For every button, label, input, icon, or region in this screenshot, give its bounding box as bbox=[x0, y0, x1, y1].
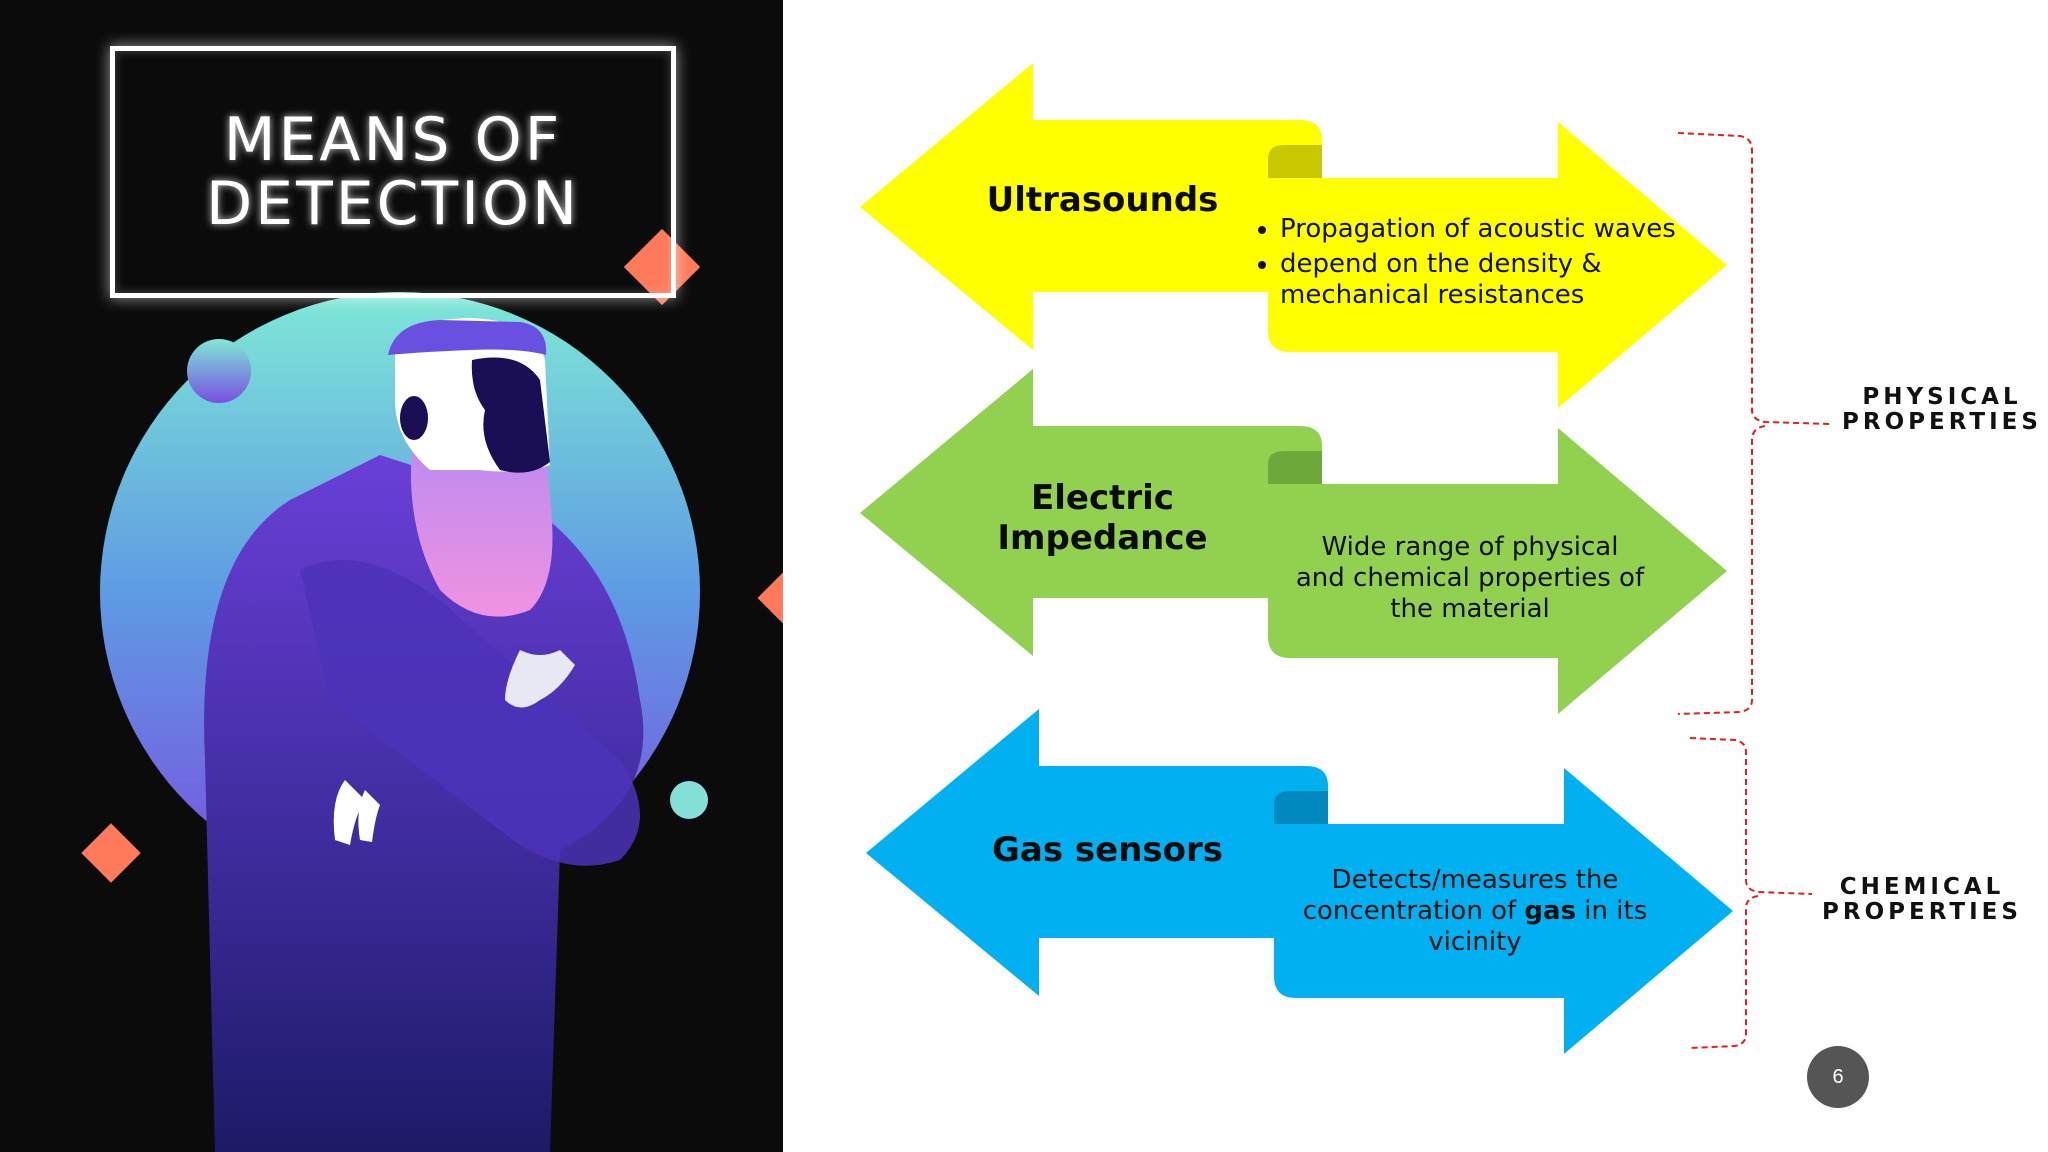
figure-ear bbox=[400, 396, 428, 440]
figure-face bbox=[471, 357, 550, 473]
decorative-circle bbox=[670, 781, 708, 819]
figure-arm bbox=[300, 560, 640, 866]
figure-hand-lower bbox=[333, 780, 365, 845]
gas-sensors-text-bold: gas bbox=[1524, 896, 1577, 926]
orange-diamond bbox=[623, 228, 701, 306]
ultrasounds-bullet: Propagation of acoustic waves bbox=[1280, 214, 1730, 245]
orange-diamond bbox=[81, 823, 141, 883]
figure-hand bbox=[505, 650, 575, 708]
ultrasounds-bullet: depend on the density & mechanical resis… bbox=[1280, 249, 1730, 311]
ultrasounds-title: Ultrasounds bbox=[986, 180, 1219, 220]
gas-sensors-text-1: Detects/measures the concentration of bbox=[1302, 865, 1619, 926]
slide-title: MEANS OF DETECTION bbox=[205, 105, 581, 239]
physical-properties-label: PHYSICAL PROPERTIES bbox=[1842, 384, 2042, 435]
ultrasounds-description: Propagation of acoustic waves depend on … bbox=[1260, 214, 1730, 315]
decorative-circle bbox=[187, 339, 251, 403]
figure-hair bbox=[388, 320, 547, 355]
title-box: MEANS OF DETECTION bbox=[110, 46, 676, 298]
page-number: 6 bbox=[1807, 1046, 1869, 1108]
chemical-properties-label: CHEMICAL PROPERTIES bbox=[1822, 874, 2022, 925]
gas-sensors-text-2: in its vicinity bbox=[1428, 896, 1648, 957]
electric-impedance-description: Wide range of physical and chemical prop… bbox=[1295, 532, 1645, 624]
gas-sensors-description: Detects/measures the concentration of ga… bbox=[1300, 865, 1650, 958]
gas-sensors-title: Gas sensors bbox=[991, 830, 1224, 870]
electric-impedance-title: Electric Impedance bbox=[997, 478, 1208, 558]
left-panel: MEANS OF DETECTION bbox=[0, 0, 783, 1152]
thinking-man-illustration bbox=[81, 228, 783, 1152]
orange-diamond bbox=[757, 572, 783, 624]
